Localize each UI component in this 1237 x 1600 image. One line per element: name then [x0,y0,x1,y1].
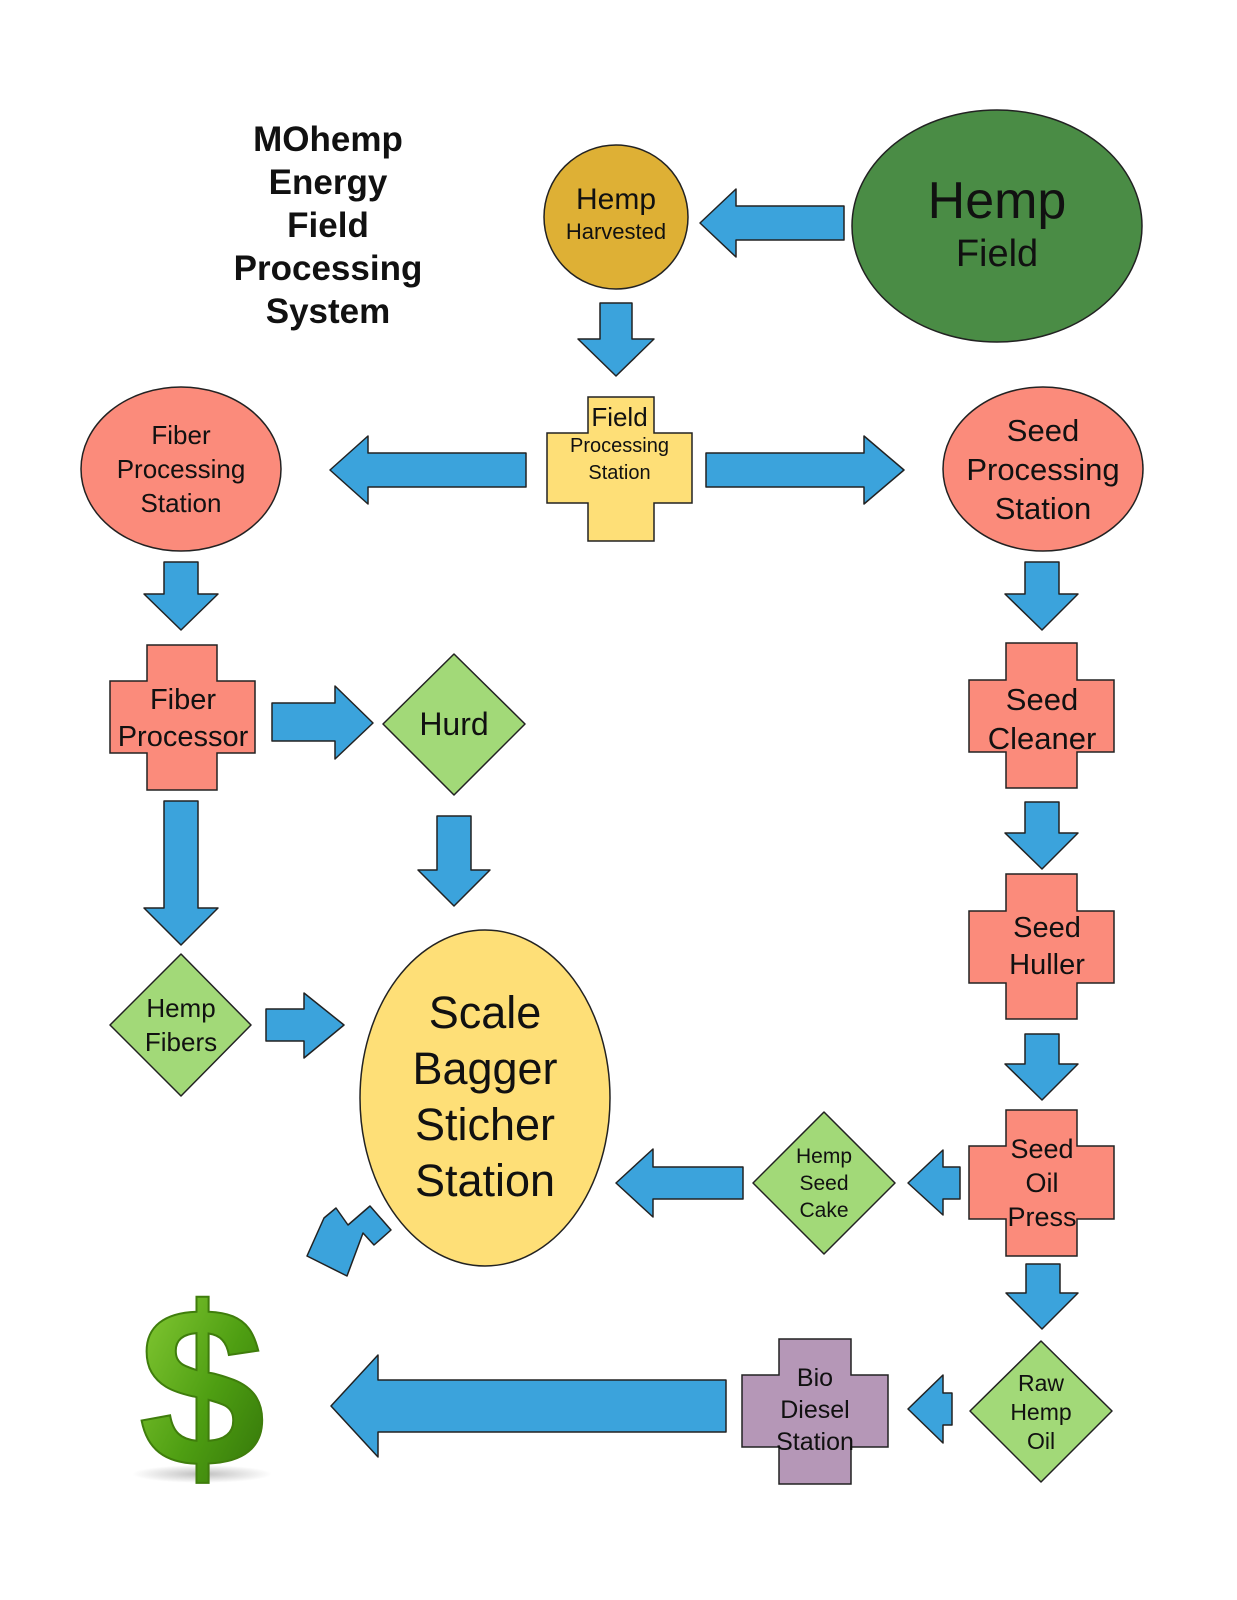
seed-cleaner-node [968,642,1115,789]
title-line: MOhemp [253,120,403,159]
scale-bagger-label: Scale Bagger Sticher Station [375,983,595,1211]
hemp-harvested-node [543,144,689,290]
arrow-oil-press-to-seed-cake [907,1149,961,1216]
fiber-processor-node [109,644,256,791]
label-line: Diesel [780,1396,850,1424]
label-line: Fiber [151,420,211,450]
label-line: Processing [570,435,669,457]
label-line: Oil [1026,1427,1056,1454]
label-line: Hemp [575,183,657,216]
seed-processing-station-label: Seed Processing Station [948,411,1138,528]
label-line: Cake [799,1198,849,1222]
seed-cleaner-label: Seed Cleaner [969,680,1115,758]
hemp-field-label: Hemp Field [897,150,1097,300]
label-line: Seed [799,1171,849,1195]
arrow-oil-press-down [1005,1263,1079,1330]
label-line: Scale [428,987,542,1038]
label-line: Hemp [146,993,216,1023]
arrow-field-station-to-seed [705,435,905,505]
hurd-node [382,653,526,796]
label-line: Field [591,402,648,432]
seed-oil-press-label: Seed Oil Press [969,1132,1115,1234]
arrow-scale-to-dollar [306,1205,392,1277]
fiber-processor-label: Fiber Processor [108,682,258,756]
hemp-seed-cake-label: Hemp Seed Cake [764,1143,884,1223]
field-processing-station-label: Field Processing Station [547,398,692,490]
label-line: Hemp [1010,1398,1072,1425]
seed-huller-label: Seed Huller [974,910,1120,984]
label-line: Hurd [419,706,489,742]
label-line: Huller [1009,949,1085,981]
fiber-processing-station-node [80,386,282,552]
arrow-seed-station-down [1004,561,1079,631]
arrow-seed-cake-to-scale [615,1148,744,1218]
seed-huller-node [968,873,1115,1020]
label-line: Seed [1010,1134,1074,1164]
label-line: Field [955,233,1039,275]
diagram-title: MOhemp Energy Field Processing System [198,118,458,333]
label-line: Station [588,462,651,484]
label-line: Cleaner [987,721,1097,756]
seed-oil-press-node [968,1109,1115,1257]
label-line: Processing [966,452,1120,487]
arrow-field-station-to-fiber [329,435,527,505]
hurd-label: Hurd [384,704,524,744]
title-line: System [265,292,391,331]
field-processing-station-node [546,396,693,542]
label-line: Station [994,491,1092,526]
label-line: Harvested [565,219,667,244]
label-line: Fiber [149,684,217,716]
label-line: Oil [1025,1168,1059,1198]
fiber-processing-station-label: Fiber Processing Station [91,418,271,520]
label-line: Raw [1017,1369,1064,1396]
dollar-sign-icon: $ [132,1260,272,1516]
arrow-seed-huller-down [1004,1033,1079,1101]
label-line: Station [140,488,222,518]
hemp-field-node [851,109,1143,343]
bio-diesel-station-node [741,1338,889,1485]
bio-diesel-station-label: Bio Diesel Station [742,1362,888,1458]
arrow-bio-diesel-to-dollar [330,1354,727,1458]
hemp-harvested-label: Hemp Harvested [544,175,688,255]
arrow-raw-oil-to-bio-diesel [907,1374,953,1444]
title-line: Energy [268,163,388,202]
label-line: Station [776,1428,854,1456]
label-line: Fibers [144,1027,218,1057]
label-line: Processor [117,721,249,753]
label-line: Sticher [414,1099,556,1150]
label-line: Hemp [795,1144,853,1168]
title-line: Field [287,206,369,245]
scale-bagger-node [359,929,611,1267]
arrow-fiber-station-down [143,561,219,631]
raw-hemp-oil-label: Raw Hemp Oil [981,1369,1101,1455]
arrow-seed-cleaner-down [1004,801,1079,870]
hemp-fibers-label: Hemp Fibers [111,990,251,1060]
arrow-hurd-down [417,815,491,907]
label-line: Bio [796,1364,834,1392]
seed-processing-station-node [942,386,1144,552]
hemp-fibers-node [109,953,252,1097]
label-line: Bagger [412,1043,558,1094]
label-line: Seed [1006,413,1080,448]
raw-hemp-oil-node [969,1340,1113,1483]
label-line: Press [1007,1202,1077,1232]
arrow-field-to-harvested [699,188,845,258]
label-line: Station [414,1155,556,1206]
arrow-harvested-to-field-station [577,302,655,377]
title-line: Processing [233,249,423,288]
arrow-hemp-fibers-to-scale [265,992,345,1059]
svg-text:$: $ [139,1261,266,1515]
hemp-seed-cake-node [752,1111,896,1255]
label-line: Hemp [927,172,1067,230]
label-line: Seed [1005,682,1079,717]
label-line: Seed [1013,912,1081,944]
arrow-fiber-processor-down [143,800,219,946]
label-line: Processing [116,454,246,484]
arrow-fiber-processor-to-hurd [271,685,374,760]
